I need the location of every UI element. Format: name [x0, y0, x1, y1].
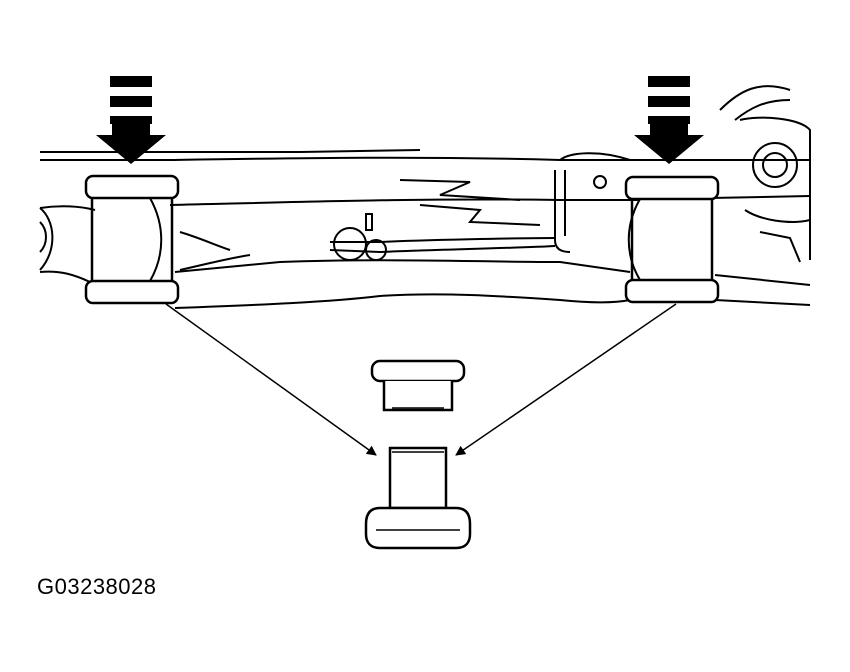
leader-lines: [165, 303, 677, 456]
left-bushing: [84, 174, 180, 305]
bushing-body-removed: [364, 446, 472, 550]
bushing-cap-removed: [370, 359, 466, 412]
right-bushing: [624, 175, 720, 304]
suspension-arm: [39, 85, 811, 309]
press-arrow-left: [96, 76, 166, 164]
press-arrow-right: [634, 76, 704, 164]
figure-id-label: G03238028: [37, 574, 157, 599]
